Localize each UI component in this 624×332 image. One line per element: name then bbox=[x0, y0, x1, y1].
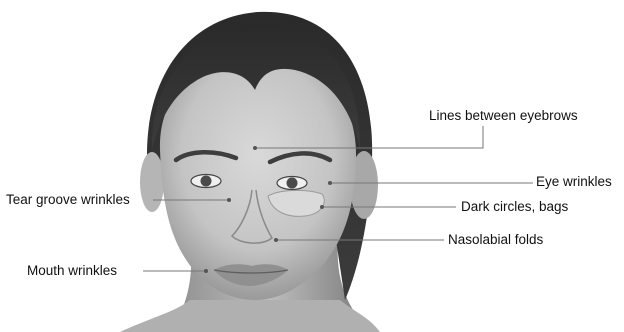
right-iris bbox=[287, 178, 298, 189]
anchor-dot-mouth bbox=[204, 269, 208, 273]
label-dark-circles-bags: Dark circles, bags bbox=[461, 199, 568, 215]
anchor-dot-tear-groove bbox=[227, 198, 231, 202]
label-tear-groove-wrinkles: Tear groove wrinkles bbox=[6, 192, 130, 208]
anchor-dot-eyebrows bbox=[253, 146, 257, 150]
anchor-dot-eye-wrinkles bbox=[328, 181, 332, 185]
label-mouth-wrinkles: Mouth wrinkles bbox=[27, 263, 117, 279]
shoulder-shape bbox=[120, 300, 380, 332]
label-lines-between-eyebrows: Lines between eyebrows bbox=[429, 108, 578, 124]
label-nasolabial-folds: Nasolabial folds bbox=[448, 232, 543, 248]
anchor-dot-dark-circles bbox=[320, 205, 324, 209]
left-iris bbox=[201, 176, 212, 187]
label-eye-wrinkles: Eye wrinkles bbox=[536, 174, 612, 190]
left-ear bbox=[140, 152, 164, 212]
anchor-dot-nasolabial bbox=[274, 238, 278, 242]
